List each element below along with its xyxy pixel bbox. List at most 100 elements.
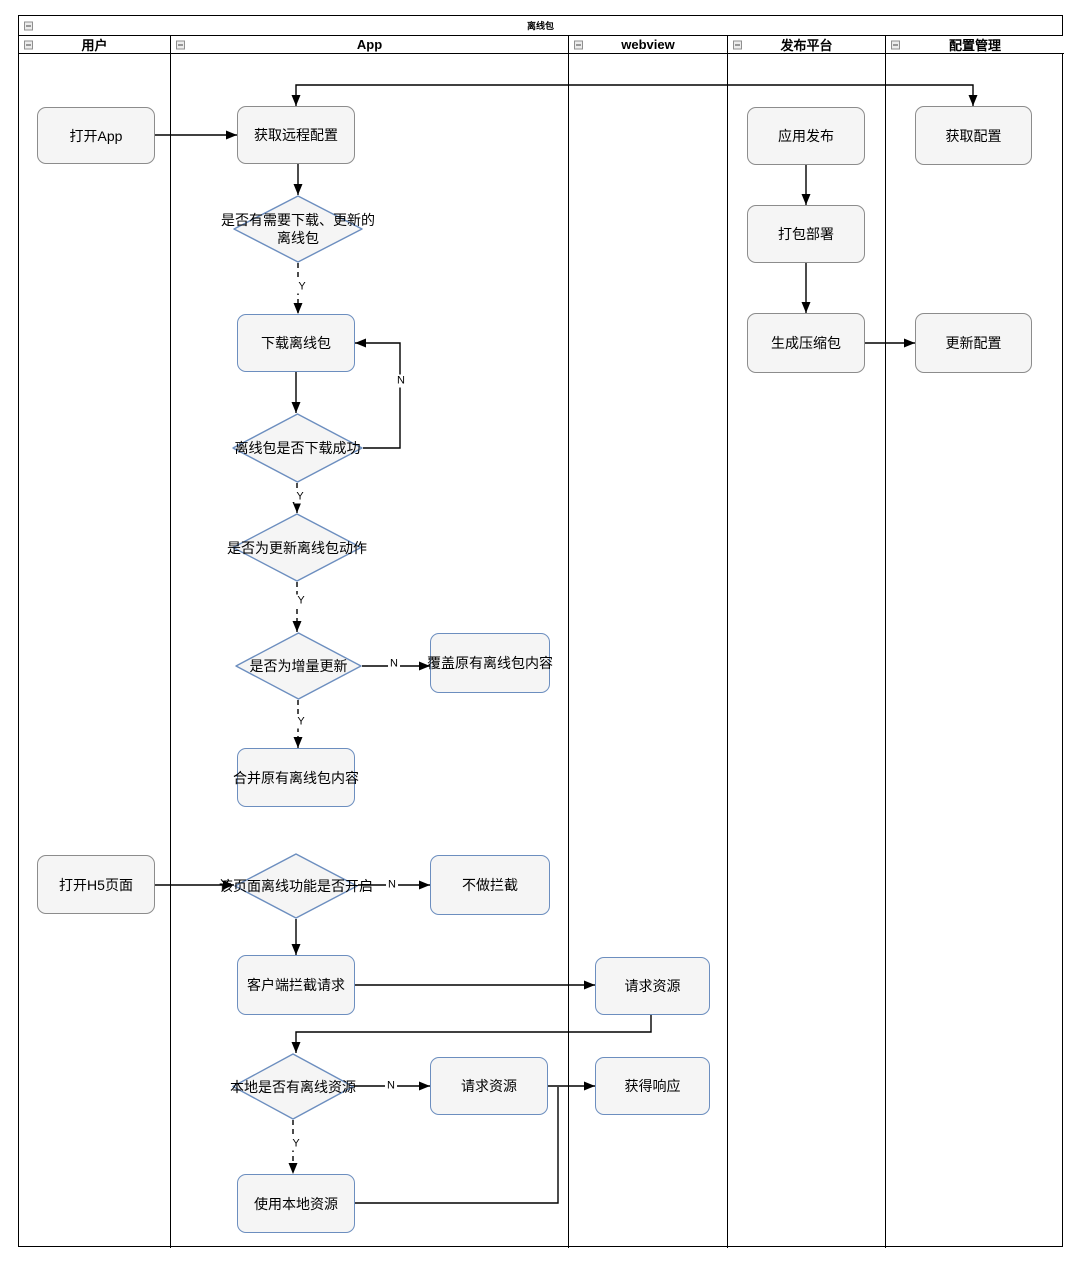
diamond-shape — [232, 1053, 354, 1120]
node-use-local-resource[interactable]: 使用本地资源 — [237, 1174, 355, 1233]
arrowhead — [223, 880, 234, 890]
node-label: 是否为更新离线包动作 — [227, 539, 367, 556]
edge-download-success-decision-to-download-offline-pkg — [355, 342, 401, 449]
node-open-h5-page[interactable]: 打开H5页面 — [37, 855, 155, 914]
node-download-offline-pkg[interactable]: 下载离线包 — [237, 314, 355, 372]
arrowhead — [226, 130, 237, 140]
edge-label-y: Y — [296, 280, 308, 294]
arrowhead — [291, 1042, 301, 1053]
node-label: 打开H5页面 — [59, 876, 133, 893]
lane-body-0 — [19, 54, 171, 1248]
node-fetch-remote-config[interactable]: 获取远程配置 — [237, 106, 355, 164]
node-package-deploy[interactable]: 打包部署 — [747, 205, 865, 263]
edge-label-y: Y — [290, 1137, 302, 1151]
lane-label: webview — [621, 37, 675, 52]
collapse-icon[interactable] — [176, 40, 185, 49]
lane-body-3 — [728, 54, 886, 1248]
node-label: 生成压缩包 — [771, 334, 841, 351]
arrowhead — [293, 737, 303, 748]
lane-label: App — [356, 37, 383, 52]
edge-label-y: Y — [295, 594, 307, 608]
arrowhead — [291, 402, 301, 413]
node-local-resource-decision[interactable]: 本地是否有离线资源 — [230, 1053, 356, 1120]
arrowhead — [291, 944, 301, 955]
node-label: 离线包是否下载成功 — [234, 439, 361, 456]
edge-label-n: N — [388, 657, 400, 671]
node-download-success-decision[interactable]: 离线包是否下载成功 — [232, 413, 363, 483]
lane-header-1[interactable]: App — [171, 36, 569, 54]
node-label: 本地是否有离线资源 — [230, 1078, 356, 1095]
node-request-resource-app[interactable]: 请求资源 — [430, 1057, 548, 1115]
node-incremental-update-decision[interactable]: 是否为增量更新 — [235, 632, 362, 700]
edge-use-local-resource-to-get-response — [355, 1087, 559, 1204]
node-label: 获得响应 — [624, 1077, 681, 1094]
lane-header-0[interactable]: 用户 — [19, 36, 171, 54]
arrowhead — [419, 880, 430, 890]
edge-label-n: N — [385, 1079, 397, 1093]
lane-header-2[interactable]: webview — [569, 36, 728, 54]
node-label: 下载离线包 — [261, 334, 331, 351]
collapse-icon[interactable] — [891, 40, 900, 49]
node-label: 获取配置 — [945, 127, 1002, 144]
node-merge-content[interactable]: 合并原有离线包内容 — [233, 748, 359, 807]
lane-label: 配置管理 — [948, 38, 1001, 53]
node-overwrite-content[interactable]: 覆盖原有离线包内容 — [427, 633, 553, 693]
node-get-response[interactable]: 获得响应 — [595, 1057, 710, 1115]
arrowhead — [355, 338, 366, 348]
node-label: 打包部署 — [778, 225, 834, 242]
node-label: 获取远程配置 — [254, 126, 338, 143]
node-label: 是否为增量更新 — [249, 657, 348, 674]
arrowhead — [904, 338, 915, 348]
collapse-icon[interactable] — [24, 21, 33, 30]
arrowhead — [291, 95, 301, 106]
collapse-icon[interactable] — [574, 40, 583, 49]
lane-label: 发布平台 — [780, 38, 833, 53]
lane-header-4[interactable]: 配置管理 — [886, 36, 1064, 54]
arrowhead — [801, 194, 811, 205]
node-label: 合并原有离线包内容 — [233, 769, 359, 786]
node-request-resource-webview[interactable]: 请求资源 — [595, 957, 710, 1015]
node-label: 覆盖原有离线包内容 — [427, 654, 553, 671]
arrowhead — [584, 1081, 595, 1091]
lane-header-3[interactable]: 发布平台 — [728, 36, 886, 54]
node-update-action-decision[interactable]: 是否为更新离线包动作 — [227, 513, 367, 582]
lane-body-1 — [171, 54, 569, 1248]
node-label: 使用本地资源 — [254, 1195, 338, 1212]
arrowhead — [801, 302, 811, 313]
edge-request-resource-webview-to-local-resource-decision — [295, 1015, 652, 1053]
node-open-app[interactable]: 打开App — [37, 107, 155, 164]
lane-body-2 — [569, 54, 728, 1248]
node-label: 更新配置 — [945, 334, 1002, 351]
node-label: 是否有需要下载、更新的 离线包 — [221, 211, 375, 246]
arrowhead — [419, 1081, 430, 1091]
edge-label-n: N — [395, 374, 407, 388]
node-label: 请求资源 — [461, 1077, 517, 1094]
diamond-shape — [232, 513, 362, 582]
arrowhead — [292, 621, 302, 632]
node-label: 不做拦截 — [462, 876, 518, 893]
lane-label: 用户 — [81, 38, 108, 53]
edge-label-n: N — [386, 878, 398, 892]
node-app-release[interactable]: 应用发布 — [747, 107, 865, 165]
node-no-intercept[interactable]: 不做拦截 — [430, 855, 550, 915]
node-label: 打开App — [69, 127, 123, 144]
node-need-download-decision[interactable]: 是否有需要下载、更新的 离线包 — [221, 195, 375, 263]
pool-title-bar[interactable]: 离线包 — [19, 16, 1062, 36]
node-client-intercept-request[interactable]: 客户端拦截请求 — [237, 955, 355, 1015]
collapse-icon[interactable] — [733, 40, 742, 49]
node-update-config[interactable]: 更新配置 — [915, 313, 1032, 373]
arrowhead — [293, 184, 303, 195]
diamond-shape — [232, 413, 363, 483]
edge-label-y: Y — [295, 715, 307, 729]
node-label: 请求资源 — [624, 977, 681, 994]
node-fetch-config[interactable]: 获取配置 — [915, 106, 1032, 165]
node-generate-zip[interactable]: 生成压缩包 — [747, 313, 865, 373]
diamond-shape — [233, 195, 363, 263]
node-offline-enabled-decision[interactable]: 该页面离线功能是否开启 — [219, 853, 373, 919]
collapse-icon[interactable] — [24, 40, 33, 49]
edge-label-y: Y — [294, 490, 306, 504]
arrowhead — [968, 95, 978, 106]
swimlane-pool: 离线包 用户 App webview 发布平台 配置管理 — [18, 15, 1064, 1248]
